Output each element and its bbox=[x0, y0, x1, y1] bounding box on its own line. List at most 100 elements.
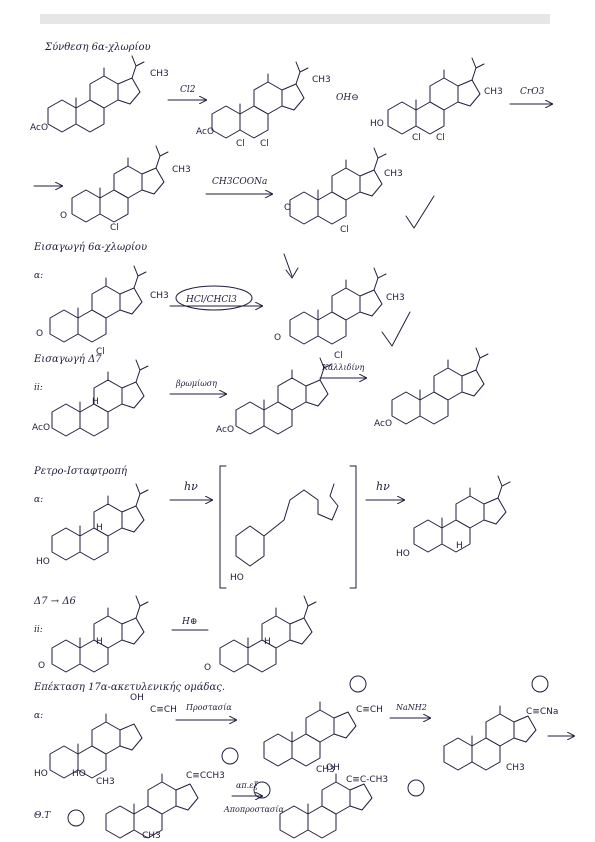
reagent-7: Καλλιδίνη bbox=[321, 363, 364, 372]
group-ho: HO bbox=[370, 119, 384, 129]
group-ho: HO bbox=[230, 573, 244, 583]
group-ho: HO bbox=[36, 557, 50, 567]
group-cl: Cl bbox=[436, 133, 445, 143]
group-aco: AcO bbox=[196, 127, 214, 137]
group-cl: Cl bbox=[340, 225, 349, 235]
bracket-left bbox=[219, 465, 227, 589]
reagent-6: βρωμίωση bbox=[175, 379, 217, 388]
molecule-7a: OH C≡CH HO HO CH3 bbox=[34, 693, 177, 787]
group-oh: OH bbox=[326, 763, 340, 773]
group-h: H bbox=[92, 397, 99, 407]
molecule-1c: CH3 HO Cl Cl bbox=[370, 57, 503, 143]
group-ch3: CH3 bbox=[484, 87, 503, 97]
reagent-3: CrO3 bbox=[520, 87, 545, 97]
heading-5: Δ7 → Δ6 bbox=[33, 596, 77, 607]
reagent-12: NaNH2 bbox=[395, 703, 427, 712]
group-cl: Cl bbox=[96, 347, 105, 357]
number-2: ii: bbox=[34, 383, 43, 393]
group-h: H bbox=[456, 541, 463, 551]
reagent-9: hν bbox=[376, 480, 390, 493]
molecule-6a: H O bbox=[38, 595, 149, 673]
group-o: O bbox=[284, 203, 291, 213]
reagent-2: OH⊖ bbox=[336, 93, 359, 103]
molecule-3a: CH3 O Cl bbox=[36, 265, 169, 357]
group-ch3: CH3 bbox=[142, 831, 161, 841]
reagent-11: Προστασία bbox=[185, 703, 232, 712]
group-cl: Cl bbox=[334, 351, 343, 361]
molecule-8a: C≡CCH3 CH3 bbox=[67, 771, 225, 841]
number-1: α: bbox=[34, 271, 43, 281]
group-ethynyl: C≡CH bbox=[150, 705, 177, 715]
group-o: O bbox=[60, 211, 67, 221]
group-ch3: CH3 bbox=[384, 169, 403, 179]
group-h: H bbox=[264, 637, 271, 647]
reagent-4: CH3COONa bbox=[212, 177, 267, 187]
group-aco: AcO bbox=[216, 425, 234, 435]
molecule-6b: H O bbox=[204, 595, 317, 673]
group-cl: Cl bbox=[260, 139, 269, 149]
reagent-5: HCl/CHCl3 bbox=[185, 295, 237, 305]
group-ch3: CH3 bbox=[150, 291, 169, 301]
molecule-8b: OH C≡C-CH3 bbox=[279, 763, 388, 839]
reagent-8: hν bbox=[184, 480, 198, 493]
group-ch3: CH3 bbox=[386, 293, 405, 303]
bracket-right bbox=[349, 465, 357, 589]
group-ho: HO bbox=[72, 769, 86, 779]
group-aco: AcO bbox=[32, 423, 50, 433]
molecule-4c: AcO bbox=[374, 347, 489, 429]
reagent-circle bbox=[175, 285, 253, 311]
number-3: α: bbox=[34, 495, 43, 505]
group-ethynyl-na: C≡CNa bbox=[526, 707, 558, 717]
group-ch3: CH3 bbox=[312, 75, 331, 85]
group-cl: Cl bbox=[236, 139, 245, 149]
molecule-4a: H AcO bbox=[32, 359, 149, 437]
group-cl: Cl bbox=[110, 223, 119, 233]
molecule-5c: H HO bbox=[396, 475, 511, 559]
group-aco: AcO bbox=[30, 123, 48, 133]
reagent-10: H⊕ bbox=[181, 617, 197, 627]
down-arrow bbox=[283, 253, 299, 279]
molecule-3b: CH3 O Cl bbox=[274, 267, 405, 361]
heading-1: Σύνθεση 6α-χλωρίου bbox=[44, 42, 151, 53]
molecule-1a: CH3 AcO bbox=[30, 55, 169, 133]
heading-4: Ρετρο-Ισταφτροπή bbox=[33, 466, 127, 477]
reagent-13: απ.εξ bbox=[236, 781, 258, 790]
group-ho: HO bbox=[396, 549, 410, 559]
group-propynyl-b: C≡C-CH3 bbox=[346, 775, 388, 785]
molecule-5a: H HO bbox=[36, 483, 149, 567]
group-o: O bbox=[274, 333, 281, 343]
reagent-14: Αποπροστασία bbox=[223, 805, 285, 814]
heading-3: Εισαγωγή Δ7 bbox=[33, 354, 102, 365]
group-ch3: CH3 bbox=[172, 165, 191, 175]
group-h: H bbox=[96, 523, 103, 533]
molecule-2a: CH3 O Cl bbox=[60, 145, 191, 233]
number-4: ii: bbox=[34, 625, 43, 635]
group-cl: Cl bbox=[412, 133, 421, 143]
group-ch3: CH3 bbox=[150, 69, 169, 79]
heading-2: Εισαγωγή 6α-χλωρίου bbox=[33, 242, 147, 253]
group-o: O bbox=[204, 663, 211, 673]
group-o: O bbox=[36, 329, 43, 339]
group-oh: OH bbox=[130, 693, 144, 703]
scan-noise bbox=[40, 14, 550, 24]
molecule-4b: AcO bbox=[216, 357, 333, 435]
group-propynyl: C≡CCH3 bbox=[186, 771, 225, 781]
number-6: Θ.Τ bbox=[34, 811, 51, 821]
molecule-7c: C≡CNa CH3 bbox=[407, 675, 558, 797]
check-mark bbox=[381, 311, 411, 347]
heading-6: Επέκταση 17α-ακετυλενικής ομάδας. bbox=[33, 682, 225, 693]
check-mark bbox=[405, 195, 435, 229]
molecule-2b: CH3 O Cl bbox=[284, 147, 403, 235]
group-ho: HO bbox=[34, 769, 48, 779]
molecule-5b: HO bbox=[230, 483, 339, 583]
number-5: α: bbox=[34, 711, 43, 721]
group-ethynyl: C≡CH bbox=[356, 705, 383, 715]
group-ch3: CH3 bbox=[506, 763, 525, 773]
molecule-7b: C≡CH CH3 bbox=[221, 675, 383, 799]
group-h: H bbox=[96, 637, 103, 647]
group-ch3: CH3 bbox=[96, 777, 115, 787]
group-ch3: CH3 bbox=[316, 765, 335, 775]
group-aco: AcO bbox=[374, 419, 392, 429]
